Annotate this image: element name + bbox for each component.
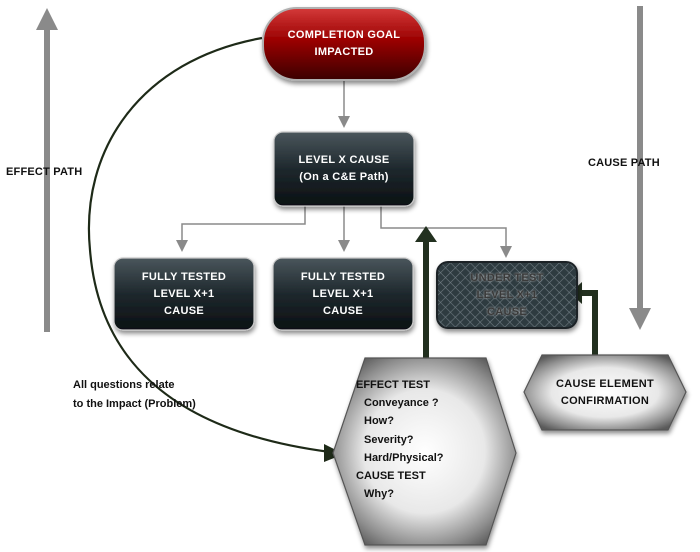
- fully-tested-1-line2: LEVEL X+1: [153, 287, 215, 300]
- effect-test-item: Hard/Physical?: [364, 451, 444, 464]
- level-x-line1: LEVEL X CAUSE: [298, 154, 390, 166]
- fully-tested-1-line3: CAUSE: [163, 304, 204, 317]
- cause-path-label: CAUSE PATH: [588, 157, 660, 169]
- effect-path-label: EFFECT PATH: [6, 166, 83, 178]
- all-questions-line2: to the Impact (Problem): [73, 398, 196, 410]
- fully-tested-2-line1: FULLY TESTED: [300, 270, 386, 283]
- completion-goal-line2: IMPACTED: [314, 46, 374, 58]
- all-questions-line1: All questions relate: [73, 379, 175, 391]
- completion-goal-line1: COMPLETION GOAL: [287, 29, 401, 41]
- fully-tested-2-line2: LEVEL X+1: [312, 287, 374, 300]
- fully-tested-text-1: FULLY TESTED LEVEL X+1 CAUSE: [114, 258, 254, 330]
- completion-goal-node: [262, 7, 426, 81]
- effect-test-node: [332, 357, 517, 546]
- under-test-line3: CAUSE: [486, 305, 527, 318]
- cause-confirmation-line1: CAUSE ELEMENT: [555, 377, 655, 390]
- completion-goal-text: COMPLETION GOAL IMPACTED: [263, 8, 425, 80]
- level-x-cause-node: [273, 131, 415, 207]
- under-test-line1: UNDER TEST: [470, 271, 544, 284]
- fully-tested-node-1: [113, 257, 255, 331]
- cause-confirmation-line2: CONFIRMATION: [560, 394, 650, 407]
- cause-confirmation-node: [523, 354, 687, 431]
- effect-test-item: How?: [364, 415, 394, 428]
- effect-test-heading: EFFECT TEST: [356, 379, 430, 391]
- impact-relation-curve: [87, 36, 331, 454]
- effect-path-arrow: [36, 8, 58, 332]
- effect-test-text: EFFECT TEST Conveyance ? How? Severity? …: [356, 376, 443, 503]
- under-test-node: [436, 261, 578, 329]
- fully-tested-text-2: FULLY TESTED LEVEL X+1 CAUSE: [273, 258, 413, 330]
- cause-confirmation-text: CAUSE ELEMENT CONFIRMATION: [524, 355, 686, 430]
- cause-test-item: Why?: [364, 488, 394, 501]
- under-test-text: UNDER TEST LEVEL X+1 CAUSE: [437, 262, 577, 328]
- level-x-line2: (On a C&E Path): [299, 171, 389, 183]
- fully-tested-2-line3: CAUSE: [322, 304, 363, 317]
- cause-test-heading: CAUSE TEST: [356, 470, 426, 483]
- under-test-line2: LEVEL X+1: [476, 288, 538, 301]
- effect-test-item: Severity?: [364, 433, 414, 446]
- fully-tested-1-line1: FULLY TESTED: [141, 270, 227, 283]
- level-x-cause-text: LEVEL X CAUSE (On a C&E Path): [274, 132, 414, 206]
- all-questions-note: All questions relate to the Impact (Prob…: [73, 376, 196, 414]
- effect-test-up-arrow: [415, 226, 437, 358]
- branch-connectors: [176, 206, 512, 258]
- fully-tested-node-2: [272, 257, 414, 331]
- effect-test-item: Conveyance ?: [364, 397, 439, 410]
- cause-path-arrow: [629, 6, 651, 330]
